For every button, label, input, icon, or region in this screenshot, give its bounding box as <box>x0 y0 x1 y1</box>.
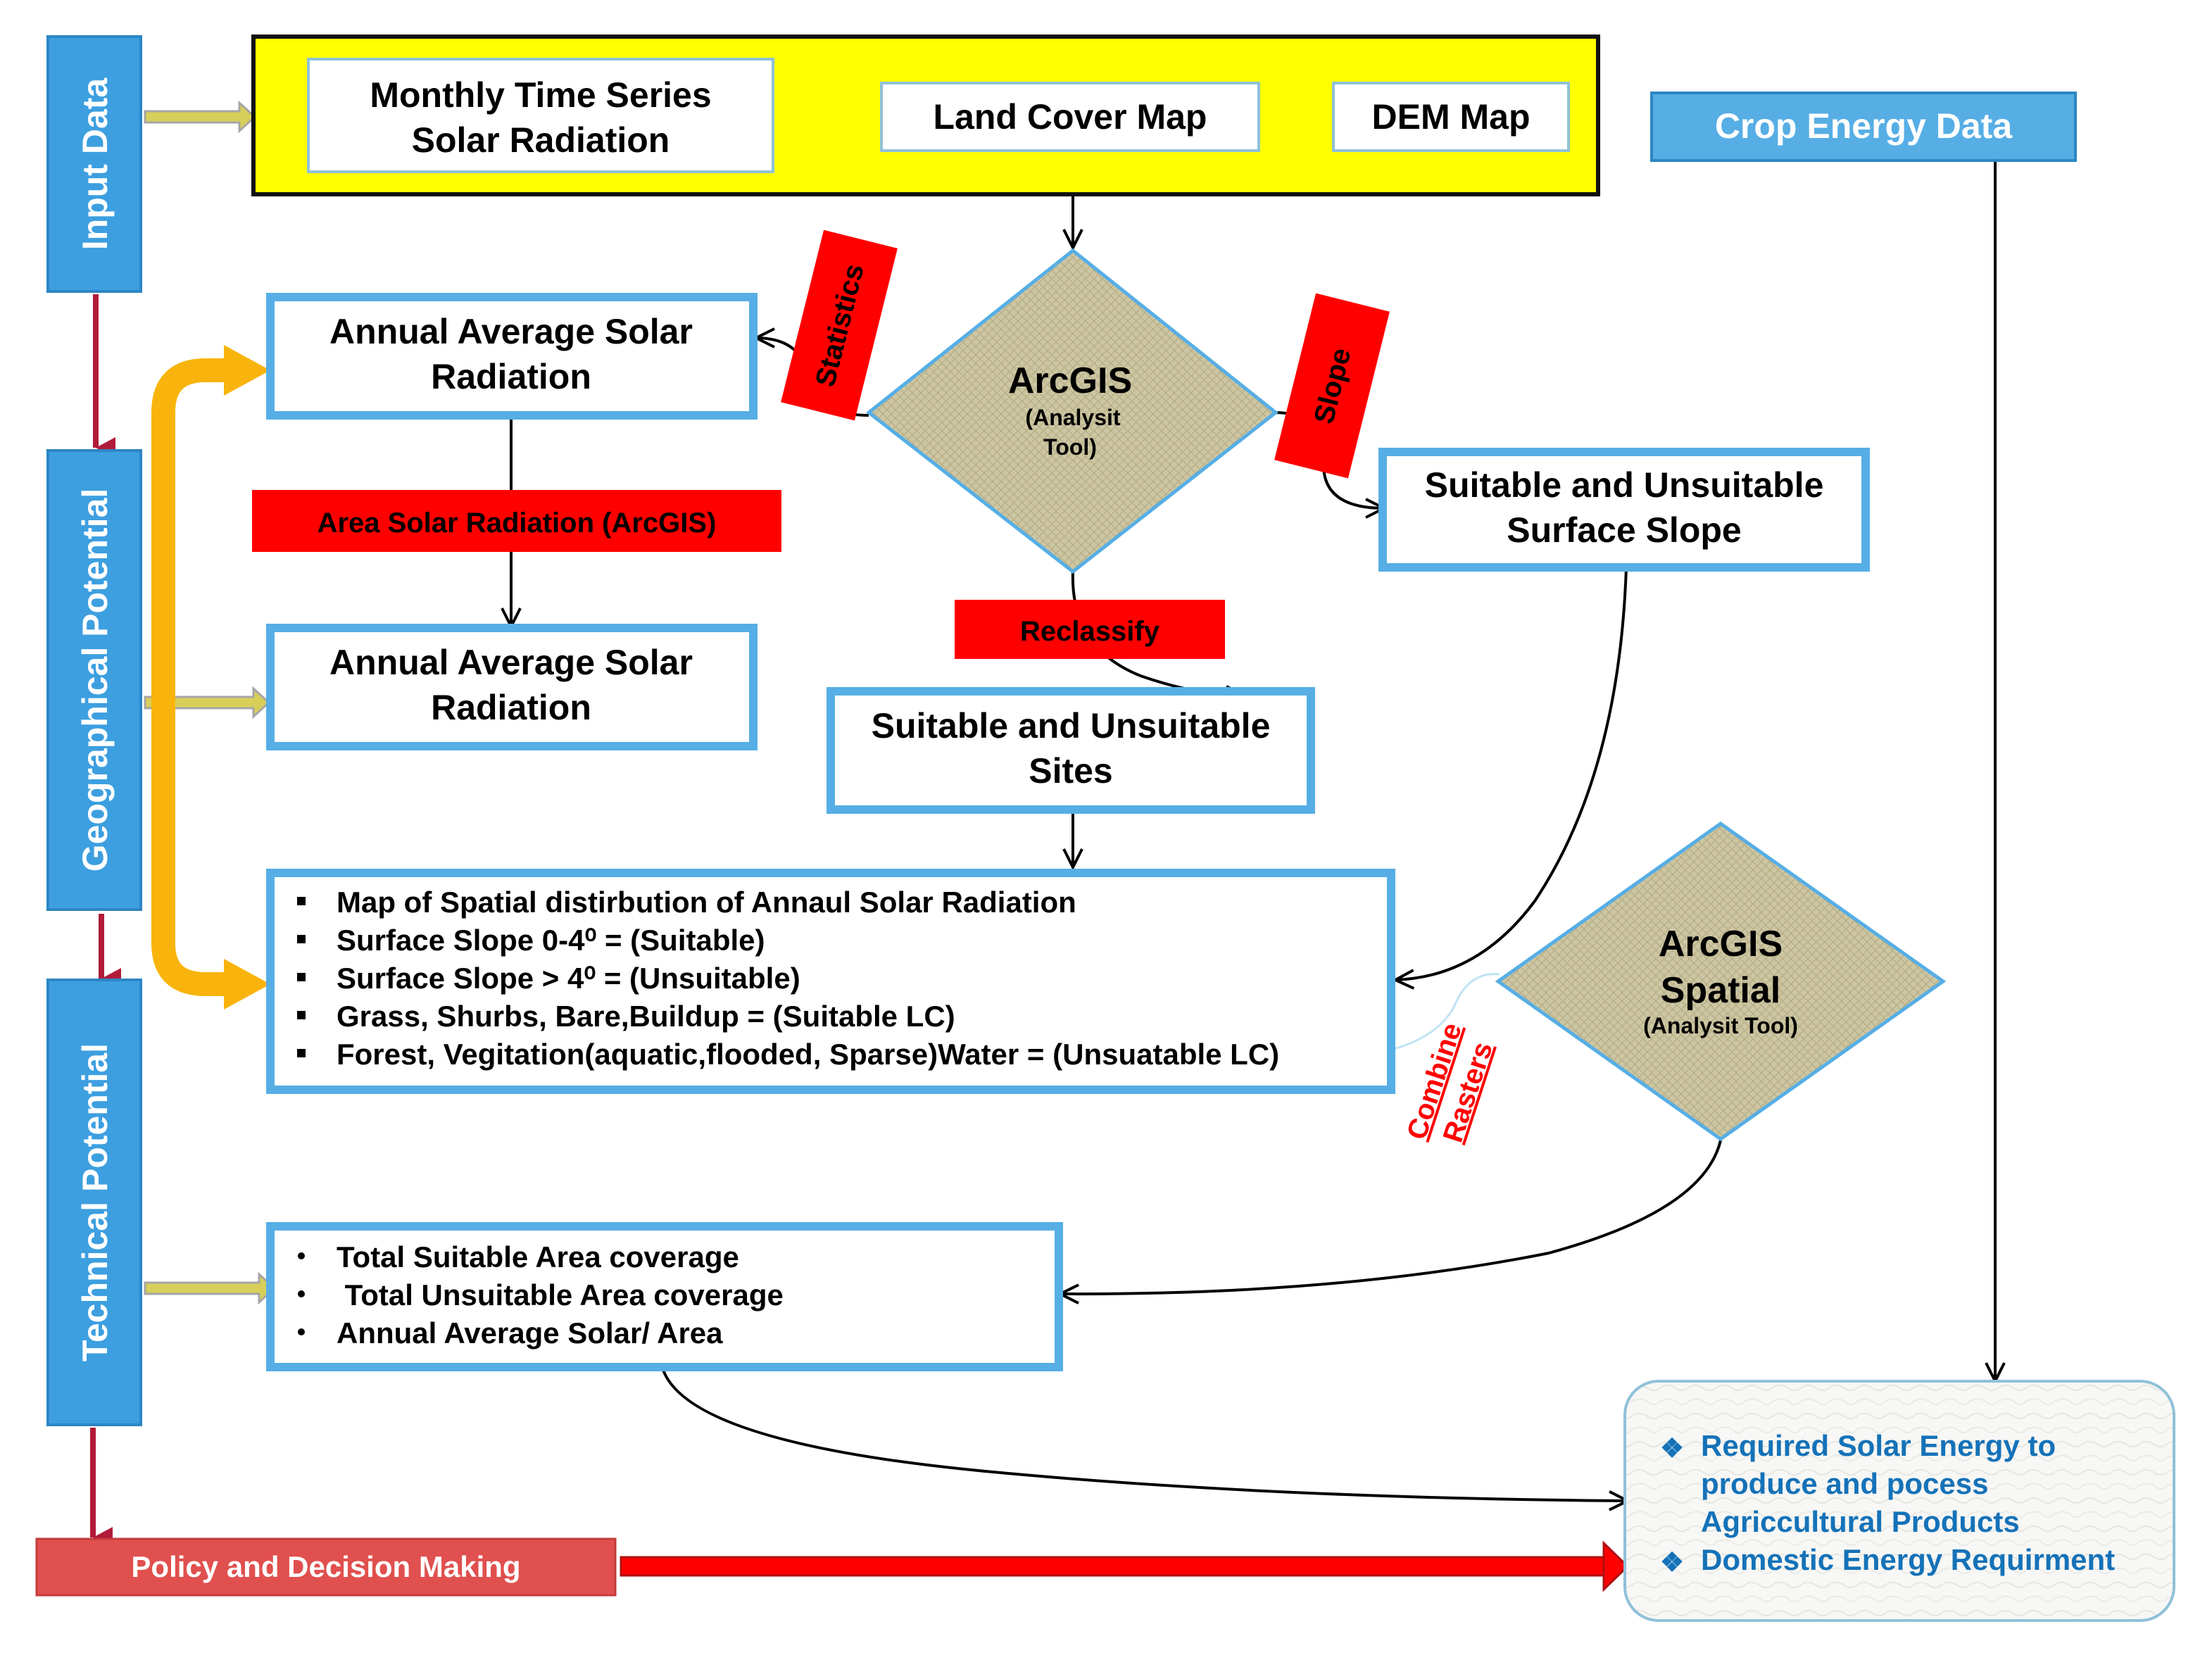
arcgis-tool-diamond: ArcGIS (Analysit Tool) <box>865 248 1279 574</box>
requirement-line1: Required Solar Energy to <box>1701 1429 2056 1462</box>
suitable-sites-box: Suitable and Unsuitable Sites <box>827 687 1315 814</box>
list-item: Total Unsuitable Area coverage <box>298 1278 784 1311</box>
sites-line1: Suitable and Unsuitable <box>872 706 1271 746</box>
list-item: Annual Average Solar/ Area <box>298 1316 723 1350</box>
annual1-line2: Radiation <box>431 357 591 396</box>
spatial-item-2: Surface Slope 0-4⁰ = (Suitable) <box>337 924 765 957</box>
list-item: Total Suitable Area coverage <box>298 1240 739 1273</box>
list-item: Surface Slope > 4⁰ = (Unsuitable) <box>297 962 800 995</box>
requirement-line2: produce and pocess <box>1701 1467 1988 1500</box>
arcgis-tool-sub2: Tool) <box>1043 434 1097 460</box>
requirement-line3: Agriccultural Products <box>1701 1505 2020 1538</box>
slope-line1: Suitable and Unsuitable <box>1425 465 1824 505</box>
list-item: Map of Spatial distirbution of Annaul So… <box>297 886 1076 919</box>
arcgis-spatial-title2: Spatial <box>1661 970 1781 1011</box>
list-item: Forest, Vegitation(aquatic,flooded, Spar… <box>297 1038 1279 1071</box>
arcgis-tool-sub1: (Analysit <box>1025 405 1120 430</box>
input-monthly-line1: Monthly Time Series <box>370 75 711 115</box>
label-combine-rasters: Combine Rasters <box>1401 1019 1499 1146</box>
combine-connector <box>1393 973 1500 1050</box>
side-label-technical-potential: Technical Potential <box>75 1043 115 1361</box>
input-box-dem: DEM Map <box>1332 82 1570 152</box>
list-item: Surface Slope 0-4⁰ = (Suitable) <box>297 924 765 957</box>
technical-potential-box: Total Suitable Area coverage Total Unsui… <box>266 1222 1063 1371</box>
crop-energy-label: Crop Energy Data <box>1715 106 2013 146</box>
side-box-geographical-potential: Geographical Potential <box>46 449 142 911</box>
spatial-item-4: Grass, Shurbs, Bare,Buildup = (Suitable … <box>337 1000 955 1033</box>
surface-slope-box: Suitable and Unsuitable Surface Slope <box>1378 448 1870 572</box>
input-box-monthly-solar: Monthly Time Series Solar Radiation <box>307 58 774 173</box>
slope-line2: Surface Slope <box>1507 510 1741 550</box>
spatial-item-5: Forest, Vegitation(aquatic,flooded, Spar… <box>337 1038 1279 1071</box>
orange-bracket-arrow <box>151 345 270 1009</box>
arcgis-spatial-title1: ArcGIS <box>1659 924 1783 964</box>
diamond-bullet-icon: ❖ <box>1660 1548 1684 1578</box>
policy-label: Policy and Decision Making <box>131 1550 520 1583</box>
label-area-solar-text: Area Solar Radiation (ArcGIS) <box>318 508 717 539</box>
input-dem: DEM Map <box>1372 97 1531 137</box>
policy-bar: Policy and Decision Making <box>35 1537 617 1597</box>
label-reclassify-text: Reclassify <box>1020 616 1160 647</box>
crop-energy-box: Crop Energy Data <box>1650 92 2077 162</box>
annual-average-box-1: Annual Average Solar Radiation <box>266 293 758 420</box>
arcgis-tool-title: ArcGIS <box>1008 360 1132 401</box>
technical-item-2: Total Unsuitable Area coverage <box>337 1278 784 1311</box>
diamond-bullet-icon: ❖ <box>1660 1434 1684 1464</box>
side-label-geographical-potential: Geographical Potential <box>75 489 115 872</box>
spatial-item-3: Surface Slope > 4⁰ = (Unsuitable) <box>337 962 800 995</box>
annual1-line1: Annual Average Solar <box>329 312 693 351</box>
requirement-line4: Domestic Energy Requirment <box>1701 1543 2115 1576</box>
annual2-line1: Annual Average Solar <box>329 643 693 682</box>
technical-list: Total Suitable Area coverage Total Unsui… <box>298 1240 784 1350</box>
side-box-input-data: Input Data <box>46 35 142 293</box>
arcgis-spatial-diamond: ArcGIS Spatial (Analysit Tool) <box>1495 821 1947 1142</box>
label-area-solar-radiation: Area Solar Radiation (ArcGIS) <box>252 490 781 552</box>
technical-item-1: Total Suitable Area coverage <box>337 1240 739 1273</box>
spatial-item-1: Map of Spatial distirbution of Annaul So… <box>337 886 1076 919</box>
input-monthly-line2: Solar Radiation <box>412 120 670 160</box>
input-box-land-cover: Land Cover Map <box>880 82 1260 152</box>
side-connectors <box>90 294 121 1548</box>
side-box-technical-potential: Technical Potential <box>46 979 142 1426</box>
sites-line2: Sites <box>1029 751 1113 791</box>
side-label-input-data: Input Data <box>75 77 115 251</box>
input-data-panel: Monthly Time Series Solar Radiation Land… <box>251 34 1600 196</box>
requirement-box: ❖ Required Solar Energy to produce and p… <box>1623 1380 2175 1622</box>
policy-arrow <box>620 1540 1630 1592</box>
spatial-list: Map of Spatial distirbution of Annaul So… <box>297 886 1279 1071</box>
list-item: Grass, Shurbs, Bare,Buildup = (Suitable … <box>297 1000 955 1033</box>
technical-item-3: Annual Average Solar/ Area <box>337 1316 723 1350</box>
label-slope: Slope <box>1274 293 1390 479</box>
arcgis-spatial-sub: (Analysit Tool) <box>1643 1013 1798 1038</box>
annual2-line2: Radiation <box>431 688 591 727</box>
label-reclassify: Reclassify <box>955 600 1225 659</box>
input-land-cover: Land Cover Map <box>934 97 1207 137</box>
spatial-distribution-box: Map of Spatial distirbution of Annaul So… <box>266 869 1395 1094</box>
label-statistics: Statistics <box>781 229 898 421</box>
annual-average-box-2: Annual Average Solar Radiation <box>266 624 758 750</box>
